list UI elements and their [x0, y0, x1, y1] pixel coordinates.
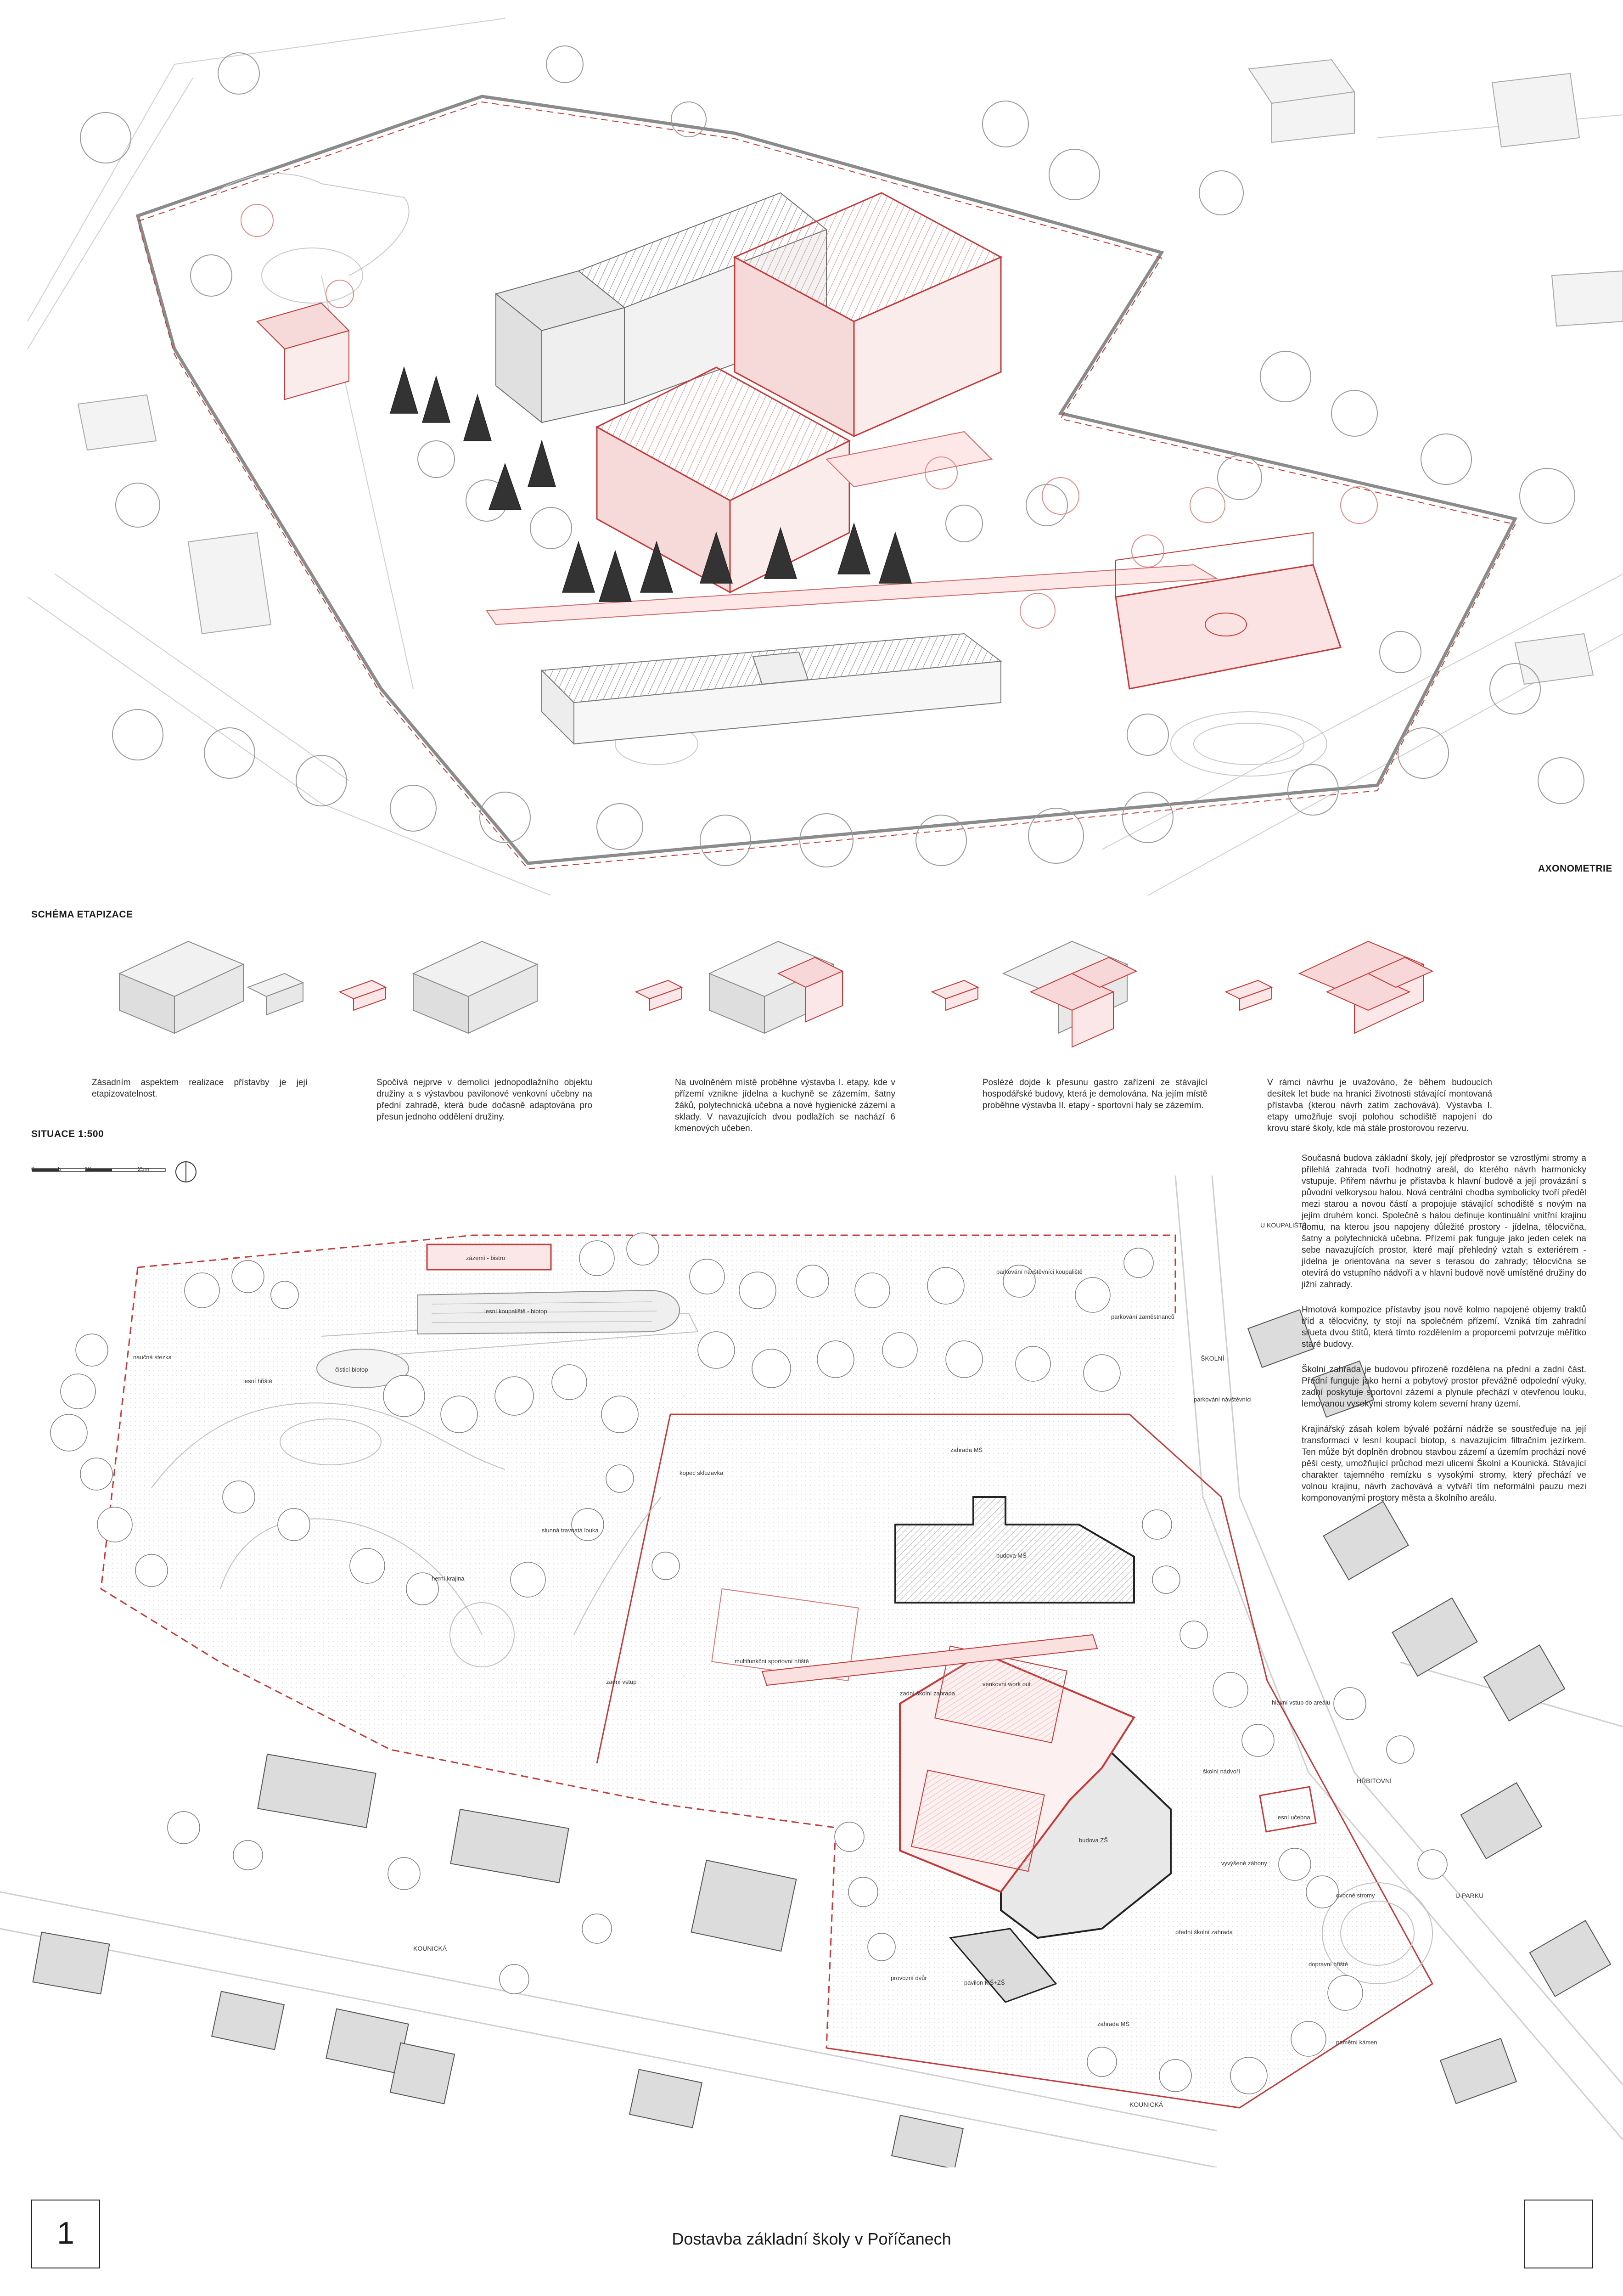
sheet-number-box: 1: [31, 2200, 100, 2268]
label-herni-krajina: herní krajina: [432, 1575, 465, 1582]
street-u-koupaliste: U KOUPALIŠTĚ: [1260, 1221, 1307, 1229]
street-kounicka: KOUNICKÁ: [413, 1945, 447, 1952]
label-venkovni-work-out: venkovní work out: [983, 1681, 1031, 1688]
phase-text-1: Zásadním aspektem realizace přístavby je…: [92, 1078, 308, 1099]
label-parkovani-navstevnici: parkování návštěvníci: [1194, 1396, 1252, 1403]
label-pavilon: pavilon MŠ+ZŠ: [964, 1979, 1005, 1986]
label-skolni-nadvori: školní nádvoří: [1203, 1768, 1240, 1775]
sheet-empty-box: [1524, 2200, 1593, 2268]
description-paragraph-4: Krajinářský zásah kolem bývalé požární n…: [1302, 1424, 1586, 1503]
sheet-title: Dostavba základní školy v Poříčanech: [672, 2229, 951, 2248]
description-paragraph-3: Školní zahrada je budovou přirozeně rozd…: [1302, 1365, 1586, 1409]
label-zahrada-ms-2: zahrada MŠ: [1097, 2020, 1130, 2027]
label-zadni-vstup: zadní vstup: [606, 1678, 637, 1685]
label-parkovani-koupaliste: parkování návštěvníci koupaliště: [996, 1268, 1083, 1275]
phase-text-2: Spočívá nejprve v demolici jednopodlažní…: [376, 1078, 592, 1122]
street-kounicka-2: KOUNICKÁ: [1129, 2101, 1163, 2108]
label-dopravni-hriste: dopravní hřiště: [1309, 1961, 1348, 1968]
label-predni-skolni-zahrada: přední školní zahrada: [1175, 1929, 1233, 1936]
label-zazemi-bistro: zázemí - bistro: [466, 1255, 505, 1261]
label-hlavni-vstup: hlavní vstup do areálu: [1272, 1699, 1331, 1706]
description-paragraph-2: Hmotová kompozice přístavby jsou nově ko…: [1302, 1305, 1586, 1349]
phase-2-massing: [412, 940, 539, 1034]
phasing-title: SCHÉMA ETAPIZACE: [31, 909, 133, 920]
axonometric-drawing: [27, 18, 1623, 895]
scale-tick-5: 5: [58, 1165, 62, 1172]
street-hrbitovni: HŘBITOVNÍ: [1357, 1777, 1392, 1784]
scale-tick-25: 25m: [138, 1165, 150, 1172]
label-kopec-skluzavka: kopec skluzavka: [680, 1469, 724, 1476]
label-cistici-biotop: čisticí biotop: [335, 1366, 368, 1373]
phase-1-massing: [118, 940, 304, 1034]
description-paragraph-1: Současná budova základní školy, její pře…: [1302, 1154, 1586, 1289]
label-budova-ms: budova MŠ: [996, 1552, 1027, 1559]
label-pamatny-kamen: pamětní kámen: [1336, 2039, 1377, 2046]
site-description: Současná budova základní školy, její pře…: [1302, 1153, 1586, 1518]
street-skolni: ŠKOLNÍ: [1201, 1355, 1224, 1362]
label-lesni-ucebna: lesní učebna: [1276, 1814, 1310, 1821]
label-lesni-hriste: lesní hřiště: [243, 1378, 272, 1384]
phase-5-massing: [1298, 940, 1434, 1034]
scale-tick-10: 10: [84, 1165, 91, 1172]
site-plan-title: SITUACE 1:500: [31, 1129, 104, 1139]
label-vyvysene-zahony: vyvýšené záhony: [1221, 1860, 1267, 1867]
phasing-diagrams: [118, 940, 1434, 1048]
north-arrow-icon: [175, 1161, 197, 1182]
label-slunna-louka: slunná travnatá louka: [542, 1527, 599, 1534]
phase-3-massing: [708, 940, 844, 1034]
phase-text-5: V rámci návrhu je uvažováno, že během bu…: [1267, 1078, 1492, 1133]
label-zahrada-ms: zahrada MŠ: [950, 1446, 983, 1453]
phase-4-massing: [1002, 940, 1138, 1048]
label-provozni-dvur: provozní dvůr: [891, 1975, 927, 1981]
phase-text-4: Poslézé dojde k přesunu gastro zařízení …: [983, 1078, 1207, 1110]
label-ovocne-stromy: ovocné stromy: [1336, 1892, 1375, 1899]
label-zadni-skolni-zahrada: zadní školní zahrada: [900, 1690, 955, 1697]
label-lesni-koupaliste: lesní koupaliště - biotop: [484, 1308, 547, 1315]
scale-tick-0: 0: [31, 1165, 35, 1172]
label-parkovani-zamestnanci: parkování zaměstnanců: [1111, 1313, 1175, 1320]
scale-bar: [32, 1161, 197, 1182]
sheet-number: 1: [57, 2216, 74, 2251]
axonometry-label: AXONOMETRIE: [1538, 863, 1612, 874]
label-naucna-stezka: naučná stezka: [133, 1354, 172, 1361]
phase-text-3: Na uvolněném místě proběhne výstavba I. …: [675, 1078, 895, 1133]
street-u-parku: U PARKU: [1455, 1892, 1484, 1899]
site-plan-drawing: [0, 1176, 1623, 2167]
label-budova-zs: budova ZŠ: [1079, 1837, 1108, 1844]
label-multifunkcni-hriste: multifunkční sportovní hřiště: [735, 1658, 809, 1665]
